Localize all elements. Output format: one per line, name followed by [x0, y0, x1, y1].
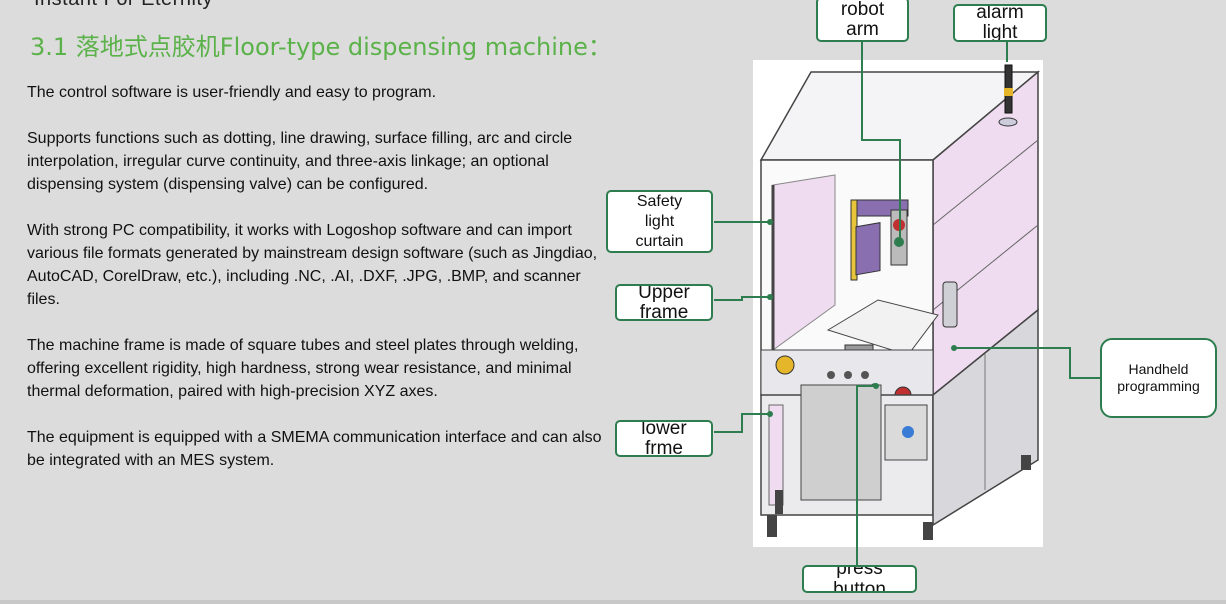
brand-line: Instant For Eternity — [34, 0, 213, 11]
paragraph-smema: The equipment is equipped with a SMEMA c… — [27, 429, 602, 469]
machine-illustration — [753, 60, 1043, 547]
paragraph-frame: The machine frame is made of square tube… — [27, 337, 579, 400]
callout-lower-frame: lower frme — [615, 420, 713, 457]
callout-robot-arm: robot arm — [816, 0, 909, 42]
section-title: 3.1 落地式点胶机Floor-type dispensing machine： — [30, 33, 612, 61]
callout-upper-frame: Upper frame — [615, 284, 713, 321]
paragraph-compatibility: With strong PC compatibility, it works w… — [27, 222, 598, 308]
description-text: The control software is user-friendly an… — [27, 81, 612, 495]
paragraph-software: The control software is user-friendly an… — [27, 84, 437, 101]
callout-safety-light-curtain: Safety light curtain — [606, 190, 713, 253]
paragraph-functions: Supports functions such as dotting, line… — [27, 130, 573, 193]
machine-drawing — [759, 64, 1041, 540]
callout-handheld-programming: Handheld programming — [1100, 338, 1217, 418]
callout-press-button: press button — [802, 565, 917, 593]
bottom-rule — [0, 600, 1226, 604]
callout-alarm-light: alarm light — [953, 4, 1047, 42]
